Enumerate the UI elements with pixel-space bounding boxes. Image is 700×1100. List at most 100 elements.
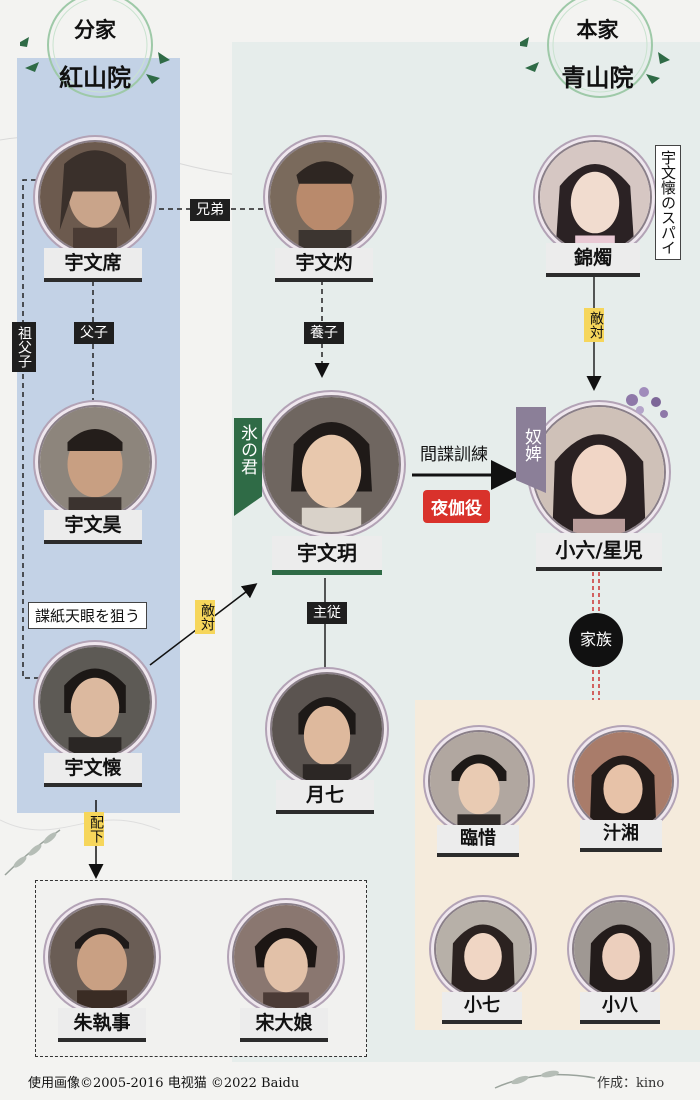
face-avatar-icon — [40, 142, 150, 252]
name-shoshichi-text: 小七 — [464, 995, 500, 1016]
name-jushou-text: 汁湘 — [603, 823, 639, 844]
left-header-subtitle: 分家 — [74, 17, 116, 42]
portrait-shohachi — [572, 900, 670, 998]
name-uwenko: 宇文昊 — [44, 510, 142, 544]
tag-haika: 配下 — [84, 812, 104, 846]
name-shohachi-text: 小八 — [602, 995, 638, 1016]
name-shoroku: 小六/星児 — [536, 533, 662, 571]
flag-nuhi — [516, 407, 546, 493]
flag-nuhi-text: 奴婢 — [521, 428, 541, 462]
portrait-uwenshaku — [268, 140, 382, 254]
face-avatar-icon — [50, 905, 154, 1009]
portrait-shushitsuji — [48, 903, 156, 1011]
portrait-uwenko — [38, 405, 152, 519]
right-header-title: 青山院 — [561, 63, 634, 92]
name-soudaijou: 宋大娘 — [240, 1008, 328, 1042]
badge-kazoku: 家族 — [569, 613, 623, 667]
right-header-subtitle: 本家 — [576, 17, 619, 42]
flag-hinokimi — [234, 418, 262, 516]
name-uwenseki-text: 宇文席 — [64, 252, 122, 274]
face-avatar-icon — [534, 407, 664, 537]
name-underline — [442, 1020, 522, 1024]
tag-youshi: 養子 — [304, 322, 344, 344]
flag-hinokimi-text: 氷の君 — [237, 424, 257, 475]
name-gesshichi: 月七 — [276, 780, 374, 814]
portrait-gesshichi — [270, 672, 384, 786]
face-avatar-icon — [40, 407, 150, 517]
face-avatar-icon — [430, 732, 528, 830]
name-underline — [580, 1020, 660, 1024]
name-kinshoku: 錦燭 — [546, 243, 640, 277]
tag-tekitai-uwenkai: 敵対 — [195, 600, 215, 634]
portrait-shoshichi — [434, 900, 532, 998]
badge-yakagaku: 夜伽役 — [423, 490, 490, 523]
name-uwenkai: 宇文懐 — [44, 753, 142, 787]
right-header: 本家 青山院 — [520, 0, 680, 100]
face-avatar-icon — [40, 647, 150, 757]
name-underline — [536, 567, 662, 571]
name-shohachi: 小八 — [580, 992, 660, 1024]
flower-decoration-icon — [626, 387, 668, 418]
name-underline — [276, 810, 374, 814]
tag-tekitai-kinshoku: 敵対 — [584, 308, 604, 342]
portrait-shoroku — [532, 405, 666, 539]
name-shoroku-text: 小六/星児 — [555, 538, 643, 562]
name-underline — [44, 783, 142, 787]
name-kinshoku-text: 錦燭 — [573, 247, 612, 269]
name-soudaijou-text: 宋大娘 — [255, 1012, 313, 1034]
tag-kyoudai: 兄弟 — [190, 199, 230, 221]
left-header-title: 紅山院 — [59, 63, 131, 92]
label-target: 諜紙天眼を狙う — [28, 602, 148, 629]
face-avatar-icon — [574, 732, 672, 830]
name-uwengetsu-text: 宇文玥 — [297, 541, 357, 565]
footer-author: 作成：kino — [597, 1076, 665, 1091]
name-uwenseki: 宇文席 — [44, 248, 142, 282]
name-uwengetsu: 宇文玥 — [272, 536, 382, 575]
name-shushitsuji-text: 朱執事 — [73, 1012, 131, 1034]
name-rinsaku: 臨惜 — [437, 825, 519, 857]
label-spy: 宇文懐のスパイ — [655, 145, 681, 260]
tag-fushi: 父子 — [74, 322, 114, 344]
name-underline — [437, 853, 519, 857]
name-shoshichi: 小七 — [442, 992, 522, 1024]
leaf-decoration-icon — [494, 1070, 596, 1089]
name-uwenkai-text: 宇文懐 — [64, 757, 122, 779]
left-header: 分家 紅山院 — [20, 0, 180, 100]
wreath-left-icon — [20, 0, 170, 98]
wreath-right-icon — [520, 0, 670, 98]
face-avatar-icon — [264, 397, 399, 532]
name-underline — [546, 273, 640, 277]
name-shushitsuji: 朱執事 — [58, 1008, 146, 1042]
name-underline — [58, 1038, 146, 1042]
face-avatar-icon — [272, 674, 382, 784]
portrait-uwengetsu — [262, 395, 401, 534]
name-gesshichi-text: 月七 — [305, 784, 344, 806]
tag-sofushi: 祖父子 — [12, 322, 36, 372]
name-underline — [240, 1038, 328, 1042]
name-uwenko-text: 宇文昊 — [64, 514, 122, 536]
face-avatar-icon — [270, 142, 380, 252]
portrait-uwenseki — [38, 140, 152, 254]
name-underline — [275, 278, 373, 282]
portrait-rinsaku — [428, 730, 530, 832]
name-uwenshaku-text: 宇文灼 — [295, 252, 353, 274]
face-avatar-icon — [234, 905, 338, 1009]
name-uwenshaku: 宇文灼 — [275, 248, 373, 282]
name-underline — [44, 278, 142, 282]
tag-shujuu: 主従 — [307, 602, 347, 624]
name-underline-green — [272, 570, 382, 575]
face-avatar-icon — [540, 142, 650, 252]
name-underline — [580, 848, 662, 852]
label-kanchou: 間諜訓練 — [420, 445, 488, 465]
portrait-jushou — [572, 730, 674, 832]
portrait-uwenkai — [38, 645, 152, 759]
name-rinsaku-text: 臨惜 — [460, 828, 496, 849]
portrait-soudaijou — [232, 903, 340, 1011]
leaf-decoration-icon — [4, 829, 61, 876]
face-avatar-icon — [574, 902, 668, 996]
name-jushou: 汁湘 — [580, 820, 662, 852]
portrait-kinshoku — [538, 140, 652, 254]
face-avatar-icon — [436, 902, 530, 996]
name-underline — [44, 540, 142, 544]
footer-credit: 使用画像©2005-2016 电视猫 ©2022 Baidu — [28, 1076, 300, 1091]
